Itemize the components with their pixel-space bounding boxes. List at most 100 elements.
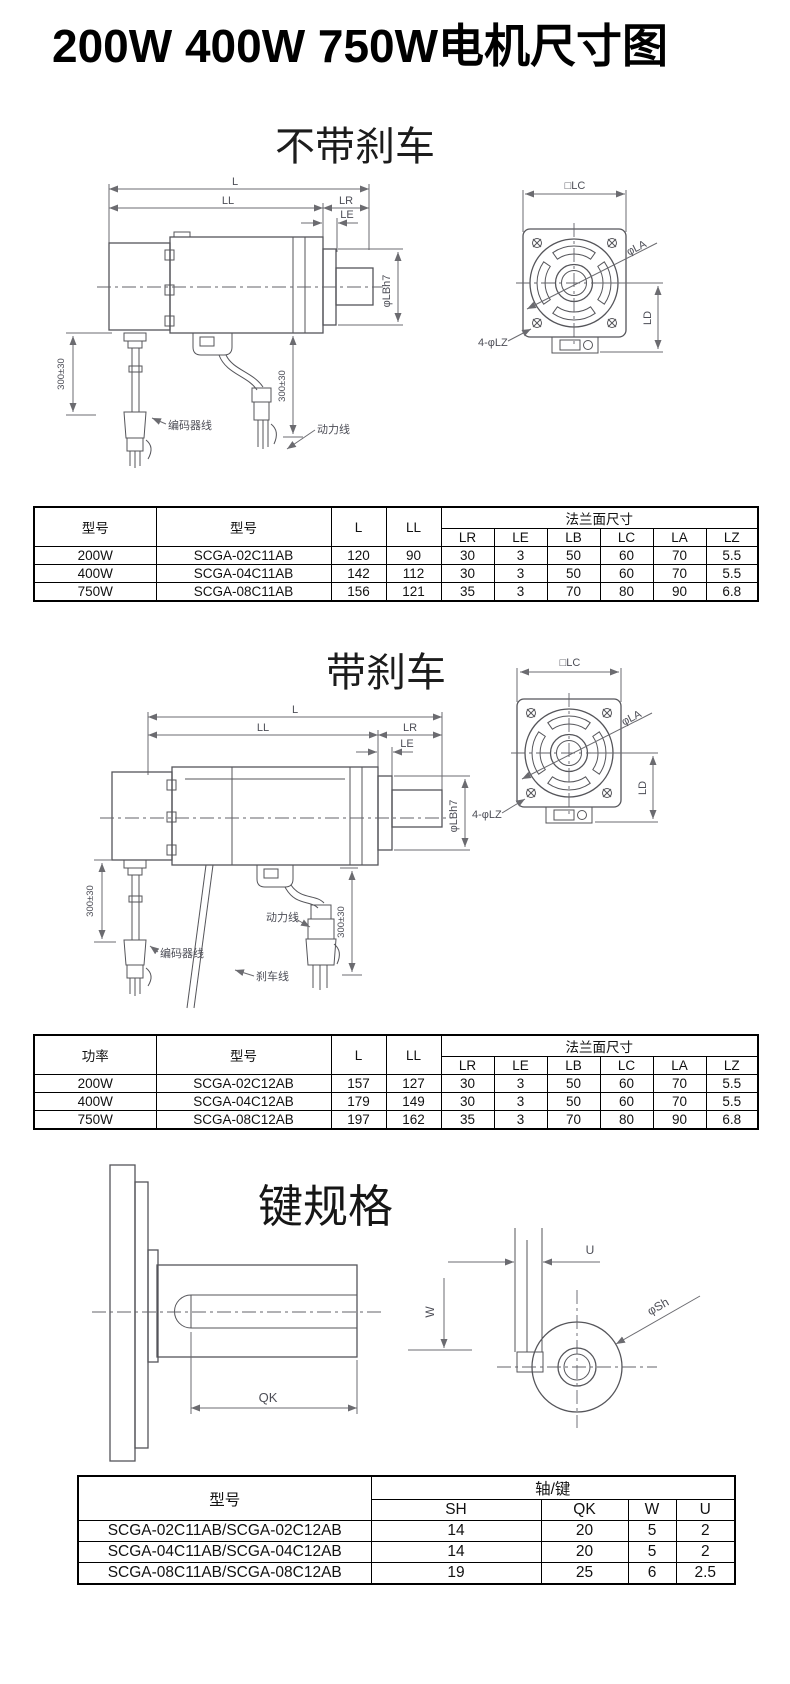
table-cell: 6.8: [705, 582, 759, 602]
table-cell: 750W: [33, 582, 157, 602]
table-cell: 70: [546, 1110, 601, 1130]
table-cell: 30: [440, 1074, 495, 1093]
col-header: 功率: [33, 1034, 157, 1075]
table-cell: 3: [493, 1092, 548, 1111]
col-header: LZ: [705, 1056, 759, 1075]
table-cell: 162: [385, 1110, 442, 1130]
side-view-with-brake: L LL LR LE φLBh7: [85, 704, 470, 1009]
dim-lc-label: □LC: [560, 657, 581, 669]
mounting-holes: [526, 708, 612, 798]
table-cell: 60: [599, 546, 654, 565]
col-header: U: [675, 1499, 736, 1521]
dim-lz-label: 4-φLZ: [472, 809, 502, 821]
table-cell: 14: [370, 1520, 542, 1542]
col-header: LB: [546, 528, 601, 547]
table-cell: 200W: [33, 1074, 157, 1093]
table-row: SCGA-08C11AB/SCGA-08C12AB 19 25 6 2.5: [77, 1562, 736, 1585]
table-cell: 5: [627, 1520, 677, 1542]
table-header-row: 型号 型号 L LL 法兰面尺寸: [33, 506, 759, 547]
table-cell: 121: [385, 582, 442, 602]
table-key-spec: 型号 轴/键 SH QK W U SCGA-02C11AB/SCGA-02C12…: [77, 1475, 736, 1585]
shaft-side-view: QK: [92, 1164, 382, 1462]
table-no-brake: 型号 型号 L LL 法兰面尺寸 LR LE LB LC LA LZ 200W …: [33, 506, 759, 602]
table-header-row: 功率 型号 L LL 法兰面尺寸: [33, 1034, 759, 1075]
table-cell: 70: [546, 582, 601, 602]
col-header: L: [330, 506, 387, 547]
dim-ld-label: LD: [637, 781, 649, 795]
drawing-no-brake: L LL LR LE φLBh7: [56, 176, 663, 468]
table-cell: 3: [493, 546, 548, 565]
table-cell: 30: [440, 546, 495, 565]
front-view-with-brake: □LC φLA LD: [472, 657, 658, 824]
section-heading-no-brake: 不带刹车: [275, 125, 435, 169]
col-header: LL: [385, 506, 442, 547]
table-cell: 3: [493, 582, 548, 602]
col-header: LE: [493, 528, 548, 547]
table-cell: 157: [330, 1074, 387, 1093]
table-row: SCGA-02C11AB/SCGA-02C12AB 14 20 5 2: [77, 1520, 736, 1542]
col-header-shaft-key-group: 轴/键: [370, 1475, 736, 1500]
col-header: LC: [599, 528, 654, 547]
col-header: L: [330, 1034, 387, 1075]
col-header: LE: [493, 1056, 548, 1075]
table-with-brake: 功率 型号 L LL 法兰面尺寸 LR LE LB LC LA LZ 200W …: [33, 1034, 759, 1130]
table-cell: 90: [652, 582, 707, 602]
table-cell: 80: [599, 1110, 654, 1130]
dim-lc-label: □LC: [565, 180, 586, 192]
dim-l-label: L: [292, 704, 298, 716]
dim-le-label: LE: [400, 738, 413, 750]
table-cell: 2: [675, 1520, 736, 1542]
dim-lr-label: LR: [339, 195, 353, 207]
col-header: LC: [599, 1056, 654, 1075]
table-cell: 197: [330, 1110, 387, 1130]
table-cell: 6.8: [705, 1110, 759, 1130]
table-cell: 25: [540, 1562, 629, 1585]
col-header: 型号: [77, 1475, 372, 1521]
brake-cable-label: 刹车线: [256, 969, 289, 983]
table-cell: 3: [493, 564, 548, 583]
table-cell: 3: [493, 1110, 548, 1130]
table-header-row: 型号 轴/键: [77, 1475, 736, 1521]
col-header: LL: [385, 1034, 442, 1075]
table-cell: 120: [330, 546, 387, 565]
table-cell: 70: [652, 1092, 707, 1111]
table-cell: 179: [330, 1092, 387, 1111]
table-cell: 50: [546, 1092, 601, 1111]
table-cell: 6: [627, 1562, 677, 1585]
page-title: 200W 400W 750W电机尺寸图: [52, 20, 669, 72]
table-cell: 50: [546, 546, 601, 565]
table-cell: 5.5: [705, 564, 759, 583]
table-cell: SCGA-04C11AB: [155, 564, 332, 583]
table-cell: SCGA-02C12AB: [155, 1074, 332, 1093]
table-cell: 400W: [33, 1092, 157, 1111]
dim-u-label: U: [586, 1243, 595, 1257]
table-cell: SCGA-04C11AB/SCGA-04C12AB: [77, 1541, 372, 1563]
dim-la-label: φLA: [620, 708, 644, 728]
shaft-end-view: U W φSh: [408, 1228, 701, 1428]
dim-lz-label: 4-φLZ: [478, 337, 508, 349]
power-cable-label: 动力线: [317, 422, 350, 436]
table-cell: 5: [627, 1541, 677, 1563]
section-heading-key-spec: 键规格: [258, 1181, 394, 1232]
col-header: 型号: [33, 506, 157, 547]
cable-length-label: 300±30: [277, 370, 288, 402]
dim-qk-label: QK: [259, 1390, 278, 1405]
col-header: LZ: [705, 528, 759, 547]
col-header: SH: [370, 1499, 542, 1521]
front-view-no-brake: □LC φLA LD: [478, 180, 663, 354]
table-cell: 70: [652, 546, 707, 565]
table-cell: 127: [385, 1074, 442, 1093]
table-cell: 149: [385, 1092, 442, 1111]
table-cell: 60: [599, 1092, 654, 1111]
dim-ll-label: LL: [257, 722, 269, 734]
side-view-no-brake: L LL LR LE φLBh7: [56, 176, 403, 468]
table-cell: 35: [440, 582, 495, 602]
table-cell: 70: [652, 564, 707, 583]
table-cell: 35: [440, 1110, 495, 1130]
cable-length-label: 300±30: [56, 358, 67, 390]
table-cell: 142: [330, 564, 387, 583]
col-header: W: [627, 1499, 677, 1521]
table-cell: 70: [652, 1074, 707, 1093]
cable-length-label: 300±30: [336, 906, 347, 938]
